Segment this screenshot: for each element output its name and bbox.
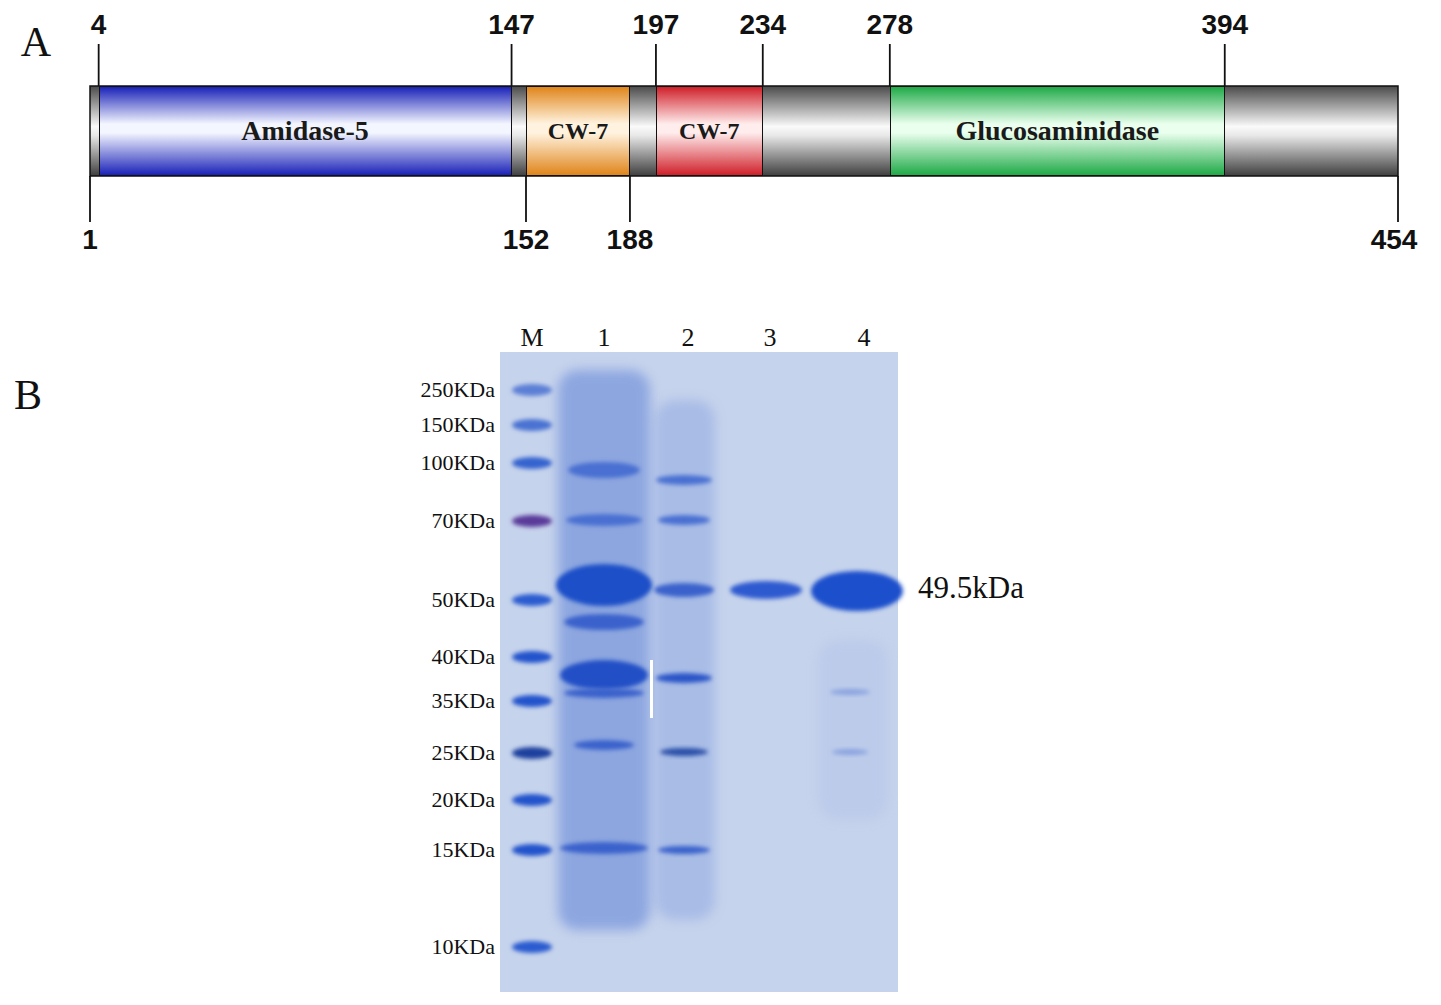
lane-label: 3 (764, 325, 777, 351)
gel-band (658, 515, 710, 525)
tick-line (1224, 44, 1226, 86)
marker-size: 15KDa (431, 839, 495, 861)
gel-band (811, 571, 903, 611)
marker-size: 150KDa (420, 414, 495, 436)
gel-band (512, 695, 552, 707)
gel-band (660, 748, 708, 756)
domain-box: Glucosaminidase (890, 86, 1225, 176)
gel-band (512, 941, 552, 953)
marker-size: 70KDa (431, 510, 495, 532)
band-size: 49.5kDa (918, 572, 1024, 603)
gel-background (500, 352, 898, 992)
protein-smear (818, 640, 888, 820)
domain-box: CW-7 (526, 86, 630, 176)
gel-band (560, 842, 648, 854)
gel-band (512, 515, 552, 527)
lane-label: 2 (682, 325, 695, 351)
marker-size: 25KDa (431, 742, 495, 764)
tick-line (1397, 176, 1399, 222)
tick-line (889, 44, 891, 86)
tick-line (89, 176, 91, 222)
domain-name: CW-7 (548, 118, 608, 145)
gel-band (654, 583, 714, 597)
lane-label: M (520, 325, 543, 351)
tick-line (525, 176, 527, 222)
gel-band (656, 475, 712, 485)
lane-label: 4 (858, 325, 871, 351)
gel-band (512, 794, 552, 806)
domain-box: Amidase-5 (99, 86, 512, 176)
gel-band (512, 384, 552, 396)
marker-size: 100KDa (420, 452, 495, 474)
panel-letter: A (21, 21, 51, 63)
marker-size: 40KDa (431, 646, 495, 668)
gel-band (560, 660, 648, 690)
tick-line (762, 44, 764, 86)
residue-number: 234 (739, 11, 786, 39)
domain-name: Amidase-5 (241, 115, 369, 147)
protein-smear (558, 370, 650, 930)
residue-number: 278 (866, 11, 913, 39)
gel-artifact (650, 660, 653, 718)
tick-lines (90, 44, 1398, 222)
gel-band (566, 514, 642, 526)
gel-band (832, 749, 868, 755)
tick-line (511, 44, 513, 86)
residue-number: 4 (91, 11, 107, 39)
sds-page-gel (500, 352, 903, 992)
gel-band (564, 688, 644, 698)
residue-number: 188 (607, 226, 654, 254)
residue-number: 197 (633, 11, 680, 39)
marker-size: 10KDa (431, 936, 495, 958)
residue-number: 1 (82, 226, 98, 254)
gel-band (512, 457, 552, 469)
residue-number: 394 (1201, 11, 1248, 39)
domain-box: CW-7 (656, 86, 763, 176)
marker-size: 20KDa (431, 789, 495, 811)
gel-band (656, 673, 712, 683)
domain-name: Glucosaminidase (955, 115, 1159, 147)
gel-band (574, 740, 634, 750)
gel-band (512, 844, 552, 856)
residue-number: 147 (488, 11, 535, 39)
gel-band (568, 462, 640, 478)
gel-band (730, 581, 802, 599)
tick-line (98, 44, 100, 86)
protein-smear (655, 400, 715, 920)
gel-band (556, 564, 652, 606)
tick-line (629, 176, 631, 222)
tick-line (655, 44, 657, 86)
marker-size: 250KDa (420, 379, 495, 401)
marker-size: 35KDa (431, 690, 495, 712)
gel-band (658, 846, 710, 854)
gel-band (564, 614, 644, 630)
marker-size: 50KDa (431, 589, 495, 611)
panel-letter: B (14, 374, 42, 416)
domain-name: CW-7 (679, 118, 739, 145)
gel-band (830, 689, 870, 695)
residue-number: 152 (503, 226, 550, 254)
protein-bar (90, 86, 1398, 176)
gel-band (512, 747, 552, 759)
gel-band (512, 419, 552, 431)
gel-band (512, 594, 552, 606)
gel-band (512, 651, 552, 663)
lane-label: 1 (598, 325, 611, 351)
residue-number: 454 (1371, 226, 1418, 254)
